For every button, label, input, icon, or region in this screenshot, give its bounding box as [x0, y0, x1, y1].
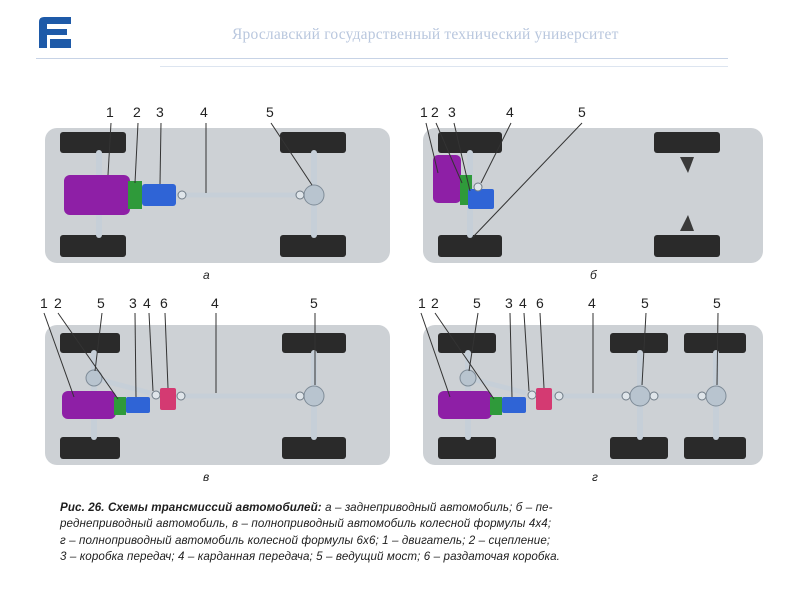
- caption-line-1: а – заднеприводный автомобиль; б – пе-: [321, 501, 553, 514]
- diagram-d: 1 2 5 3 4 6 4 5 5 г: [418, 293, 773, 488]
- label-1: 1: [420, 104, 428, 120]
- diagram-letter: г: [592, 470, 598, 484]
- label-6: 6: [160, 295, 168, 311]
- university-name: Ярославский государственный технический …: [232, 26, 619, 43]
- label-3: 3: [505, 295, 513, 311]
- figure-caption: Рис. 26. Схемы трансмиссий автомобилей: …: [60, 500, 760, 565]
- label-4: 4: [519, 295, 527, 311]
- label-4: 4: [143, 295, 151, 311]
- label-6: 6: [536, 295, 544, 311]
- label-5: 5: [97, 295, 105, 311]
- label-4b: 4: [211, 295, 219, 311]
- label-2: 2: [133, 104, 141, 120]
- label-5: 5: [578, 104, 586, 120]
- label-3: 3: [156, 104, 164, 120]
- university-logo-icon: [36, 14, 74, 50]
- label-1: 1: [418, 295, 426, 311]
- label-4: 4: [200, 104, 208, 120]
- diagram-letter: а: [203, 268, 210, 282]
- label-1: 1: [40, 295, 48, 311]
- label-5c: 5: [713, 295, 721, 311]
- caption-lead: Рис. 26. Схемы трансмиссий автомобилей:: [60, 501, 322, 514]
- diagram-c: 1 2 5 3 4 6 4 5 в: [40, 293, 395, 488]
- diagram-b: 1 2 3 4 5 б: [418, 95, 773, 285]
- label-4: 4: [506, 104, 514, 120]
- label-5: 5: [473, 295, 481, 311]
- label-5b: 5: [310, 295, 318, 311]
- label-2: 2: [431, 295, 439, 311]
- label-2: 2: [431, 104, 439, 120]
- label-4b: 4: [588, 295, 596, 311]
- label-2: 2: [54, 295, 62, 311]
- diagram-letter: в: [203, 470, 209, 484]
- label-3: 3: [448, 104, 456, 120]
- caption-line-3: г – полноприводный автомобиль колесной ф…: [60, 533, 551, 547]
- caption-line-4: 3 – коробка передач; 4 – карданная перед…: [60, 549, 560, 563]
- header-rule-top: [36, 58, 728, 59]
- label-5b: 5: [641, 295, 649, 311]
- label-3: 3: [129, 295, 137, 311]
- diagram-letter: б: [590, 268, 598, 282]
- label-5: 5: [266, 104, 274, 120]
- diagram-a: 1 2 3 4 5 а: [40, 95, 395, 285]
- label-1: 1: [106, 104, 114, 120]
- caption-line-2: реднеприводный автомобиль, в – полноприв…: [60, 517, 552, 531]
- header-rule-bottom: [160, 66, 728, 67]
